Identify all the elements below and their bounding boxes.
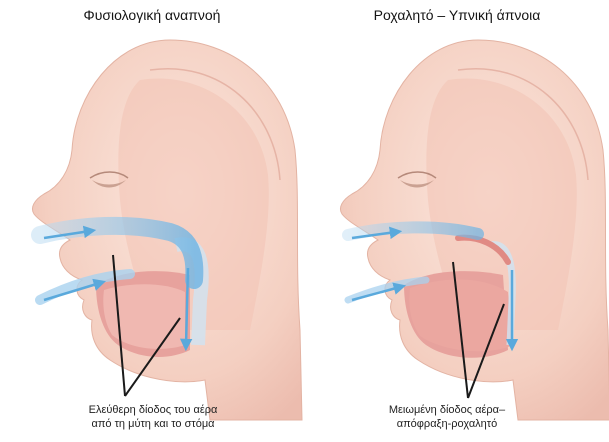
normal-caption-line-2: από τη μύτη και το στόμα	[38, 417, 268, 431]
normal-breathing-caption: Ελεύθερη δίοδος του αέρα από τη μύτη και…	[38, 403, 268, 431]
snoring-caption-line-2: απόφραξη-ροχαλητό	[332, 417, 562, 431]
normal-caption-line-1: Ελεύθερη δίοδος του αέρα	[38, 403, 268, 417]
left-head	[32, 40, 302, 420]
snoring-caption-line-1: Μειωμένη δίοδος αέρα–	[332, 403, 562, 417]
right-head	[340, 40, 609, 420]
snoring-caption: Μειωμένη δίοδος αέρα– απόφραξη-ροχαλητό	[332, 403, 562, 431]
